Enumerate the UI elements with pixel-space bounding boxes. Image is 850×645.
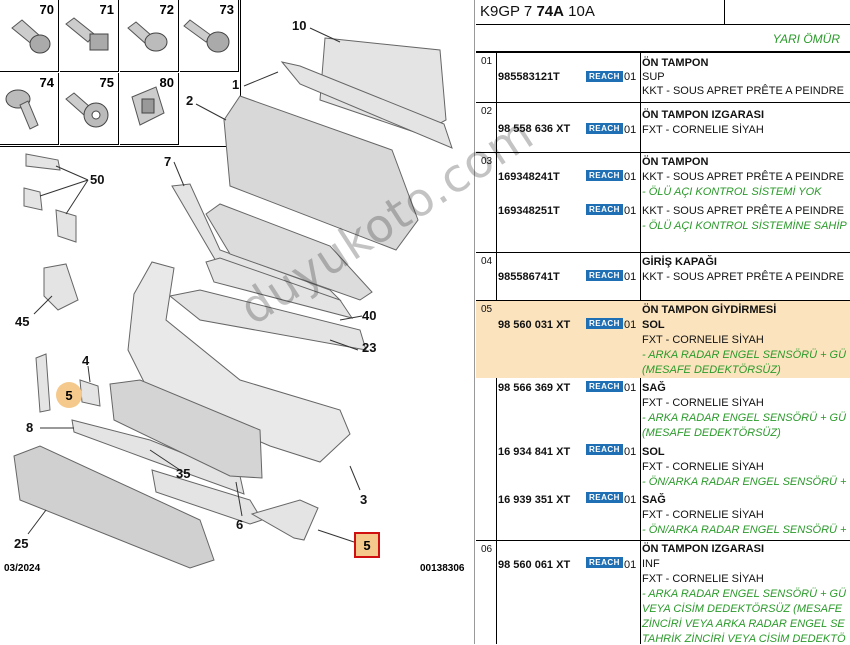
reach-badge: REACH [586,444,623,455]
table-header: K9GP 7 74A 10A [476,0,850,25]
callout-3[interactable]: 3 [360,492,368,507]
reach-badge: REACH [586,492,623,503]
part-50-clip [23,187,43,211]
callout-5-highlight[interactable]: 5 [56,382,82,408]
part-4 [79,379,101,407]
part-5-right [250,499,319,541]
reach-badge: REACH [586,557,623,568]
part-25-skid [13,445,215,569]
part-1-strip [280,61,453,149]
reach-badge: REACH [586,318,623,329]
thumb-74[interactable]: 74 [0,73,59,145]
reach-badge: REACH [586,270,623,281]
part-5-left [35,353,51,413]
bolt-icon [183,19,230,53]
parts-diagram: 70 71 72 73 74 75 80 [0,0,543,644]
part-50-clip [55,209,77,243]
part-35-grille [109,379,263,479]
callout-23[interactable]: 23 [362,340,377,355]
reach-badge: REACH [586,123,623,134]
lower-grille-logo [205,203,373,301]
callout-35[interactable]: 35 [176,466,191,481]
parts-table: K9GP 7 74A 10A YARI ÖMÜR 01 ÖN TAMPON 98… [476,0,850,645]
bumper-exploded-view [13,27,453,569]
thumb-71[interactable]: 71 [60,0,119,72]
callout-4[interactable]: 4 [82,353,90,368]
reach-badge: REACH [586,381,623,392]
callout-25[interactable]: 25 [14,536,29,551]
yari-omur-label: YARI ÖMÜR [476,25,850,52]
clip-icon [131,86,165,126]
part-45-cover [43,263,79,311]
thumb-80[interactable]: 80 [120,73,179,145]
part-2-grille [223,95,419,251]
callout-6[interactable]: 6 [236,517,244,532]
part-40-beam [168,289,367,351]
table-row[interactable]: 01 ÖN TAMPON 985583121T REACH 01 SUP KKT… [476,52,850,102]
table-row[interactable]: 04 GİRİŞ KAPAĞI 985586741T REACH 01 KKT … [476,252,850,300]
table-row[interactable]: 03 ÖN TAMPON 169348241T REACH 01 KKT - S… [476,152,850,252]
screw-icon [127,21,168,52]
reach-badge: REACH [586,204,623,215]
bolt-icon [65,17,109,51]
screw-icon [11,19,51,54]
part-6-trim [151,469,263,525]
callout-7[interactable]: 7 [164,154,172,169]
table-row[interactable]: 06 ÖN TAMPON IZGARASI 98 560 061 XT REAC… [476,540,850,645]
callout-50[interactable]: 50 [90,172,105,187]
callout-5-box[interactable]: 5 [354,532,380,558]
footer-code: 00138306 [420,563,465,574]
bolt-icon [5,89,39,130]
callout-40[interactable]: 40 [362,308,377,323]
callout-45[interactable]: 45 [15,314,30,329]
footer-date: 03/2024 [4,563,41,574]
part-8-strip [71,419,245,495]
thumb-75[interactable]: 75 [60,73,119,145]
callout-2[interactable]: 2 [186,93,194,108]
fastener-thumbnails: 70 71 72 73 74 75 80 [0,0,241,147]
reach-badge: REACH [586,71,623,82]
callout-1[interactable]: 1 [232,77,240,92]
table-row[interactable]: 05 ÖN TAMPON GİYDİRMESİ 98 560 031 XT RE… [476,300,850,540]
nut-icon [65,92,109,128]
thumb-70[interactable]: 70 [0,0,59,72]
part-50-clip [25,153,61,171]
callout-10[interactable]: 10 [292,18,307,33]
thumb-73[interactable]: 73 [180,0,239,72]
table-row[interactable]: 02 ÖN TAMPON IZGARASI 98 558 636 XT REAC… [476,102,850,152]
part-23-beam [205,257,354,319]
callout-8[interactable]: 8 [26,420,34,435]
thumb-72[interactable]: 72 [120,0,179,72]
reach-badge: REACH [586,170,623,181]
